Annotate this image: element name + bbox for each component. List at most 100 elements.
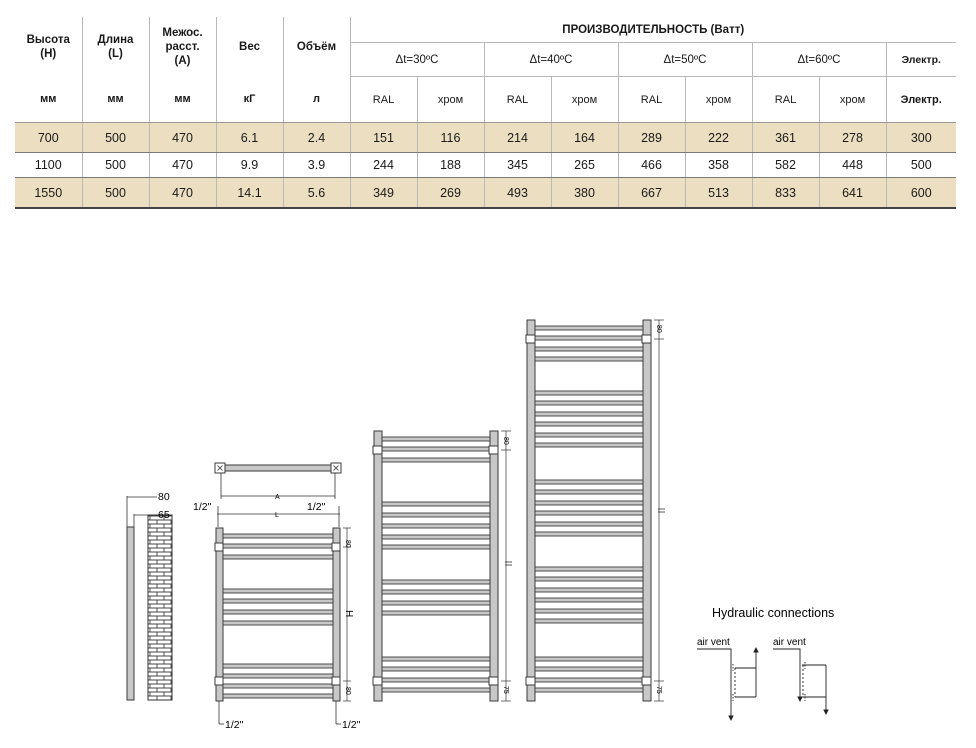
air-vent-label-2: air vent (773, 637, 806, 648)
table-cell: 3.9 (283, 152, 351, 178)
table-cell: 493 (484, 177, 552, 209)
table-cell: 2.4 (283, 122, 351, 153)
table-cell: 667 (618, 177, 686, 209)
dim-75-large-label: 75 (655, 686, 662, 694)
table-cell: 500 (82, 122, 150, 153)
table-cell: 582 (752, 152, 820, 178)
radiator-700-rails (222, 533, 334, 699)
table-cell: 116 (417, 122, 485, 153)
conn-top-left-label: 1/2" (193, 501, 212, 513)
unit-cell: хром (417, 76, 485, 123)
radiator-1550-rails (534, 325, 644, 693)
dim-80-top-label: 80 (344, 540, 351, 548)
table-cell: 833 (752, 177, 820, 209)
radiator-1100-drawing: 80 75 (372, 430, 512, 702)
col-header-dt40: Δt=40ºC (484, 42, 619, 77)
unit-cell: кГ (216, 76, 284, 123)
table-cell: 700 (15, 122, 83, 153)
unit-cell: мм (82, 76, 150, 123)
radiator-700-drawing: L 1/2" 1/2" 80 H (193, 501, 361, 731)
side-dim-65-label: 65 (158, 509, 170, 521)
table-cell: 164 (551, 122, 619, 153)
table-cell: 361 (752, 122, 820, 153)
conn-bottom-left-label: 1/2" (225, 719, 244, 731)
table-cell: 600 (886, 177, 956, 209)
table-cell: 470 (149, 177, 217, 209)
table-cell: 289 (618, 122, 686, 153)
dim-75-mid-label: 75 (502, 686, 509, 694)
top-view-drawing: A (214, 462, 342, 501)
side-dim-80-label: 80 (158, 491, 170, 503)
table-cell: 500 (886, 152, 956, 178)
table-cell: 500 (82, 177, 150, 209)
table-cell: 14.1 (216, 177, 284, 209)
table-cell: 188 (417, 152, 485, 178)
unit-cell: хром (819, 76, 887, 123)
table-cell: 1550 (15, 177, 83, 209)
col-header-weight: Вес (216, 17, 284, 77)
table-cell: 641 (819, 177, 887, 209)
table-cell: 470 (149, 152, 217, 178)
table-cell: 500 (82, 152, 150, 178)
table-cell: 345 (484, 152, 552, 178)
air-vent-label-1: air vent (697, 637, 730, 648)
col-header-electric: Электр. (886, 42, 956, 77)
table-row: 700 500 470 6.1 2.4 151 116 214 164 289 … (15, 122, 956, 153)
radiator-1100-rails (381, 436, 491, 693)
table-cell: 1100 (15, 152, 83, 178)
table-cell: 265 (551, 152, 619, 178)
hydraulic-title: Hydraulic connections (712, 606, 834, 620)
hydraulic-diagram-1 (697, 646, 759, 722)
table-row: 1550 500 470 14.1 5.6 349 269 493 380 66… (15, 177, 956, 209)
col-header-length: Длина (L) (82, 17, 150, 77)
table-cell: 244 (350, 152, 418, 178)
hydraulic-connections: Hydraulic connections air vent air vent (697, 606, 834, 722)
table-cell: 349 (350, 177, 418, 209)
dim-l-label: L (275, 512, 279, 519)
unit-cell: мм (15, 76, 83, 123)
table-cell: 358 (685, 152, 753, 178)
table-cell: 448 (819, 152, 887, 178)
wall-brick (147, 514, 173, 701)
col-header-dt60: Δt=60ºC (752, 42, 887, 77)
unit-cell: Электр. (886, 76, 956, 123)
table-cell: 380 (551, 177, 619, 209)
dim-h-label: H (343, 610, 354, 617)
unit-cell: RAL (752, 76, 820, 123)
table-cell: 300 (886, 122, 956, 153)
table-cell: 214 (484, 122, 552, 153)
table-cell: 466 (618, 152, 686, 178)
col-header-volume: Объём (283, 17, 351, 77)
table-cell: 5.6 (283, 177, 351, 209)
dim-80-mid-label: 80 (502, 437, 509, 445)
conn-bottom-right-label: 1/2" (342, 719, 361, 731)
unit-cell: хром (551, 76, 619, 123)
table-cell: 470 (149, 122, 217, 153)
dim-a-label: A (275, 494, 280, 501)
side-view-bar (126, 526, 135, 701)
specifications-table: Высота (H) Длина (L) Межос. расст. (A) В… (15, 17, 956, 209)
unit-cell: л (283, 76, 351, 123)
unit-cell: RAL (618, 76, 686, 123)
col-header-spacing: Межос. расст. (A) (149, 17, 217, 77)
radiator-1550-drawing: 80 75 (525, 319, 665, 702)
unit-cell: RAL (350, 76, 418, 123)
conn-top-right-label: 1/2" (307, 501, 326, 513)
side-view-drawing: 80 65 (126, 491, 173, 701)
unit-cell: хром (685, 76, 753, 123)
table-row: 1100 500 470 9.9 3.9 244 188 345 265 466… (15, 152, 956, 178)
table-cell: 9.9 (216, 152, 284, 178)
hydraulic-diagram-2 (773, 648, 829, 716)
table-cell: 6.1 (216, 122, 284, 153)
table-cell: 222 (685, 122, 753, 153)
technical-drawings: 80 65 A L 1/2" 1/2" (126, 319, 834, 731)
dim-80-bottom-label: 80 (344, 687, 351, 695)
table-cell: 151 (350, 122, 418, 153)
table-cell: 513 (685, 177, 753, 209)
dim-80-large-label: 80 (655, 325, 662, 333)
col-header-height: Высота (H) (15, 17, 83, 77)
col-header-performance: ПРОИЗВОДИТЕЛЬНОСТЬ (Ватт) (350, 17, 956, 43)
unit-cell: RAL (484, 76, 552, 123)
unit-cell: мм (149, 76, 217, 123)
col-header-dt50: Δt=50ºC (618, 42, 753, 77)
